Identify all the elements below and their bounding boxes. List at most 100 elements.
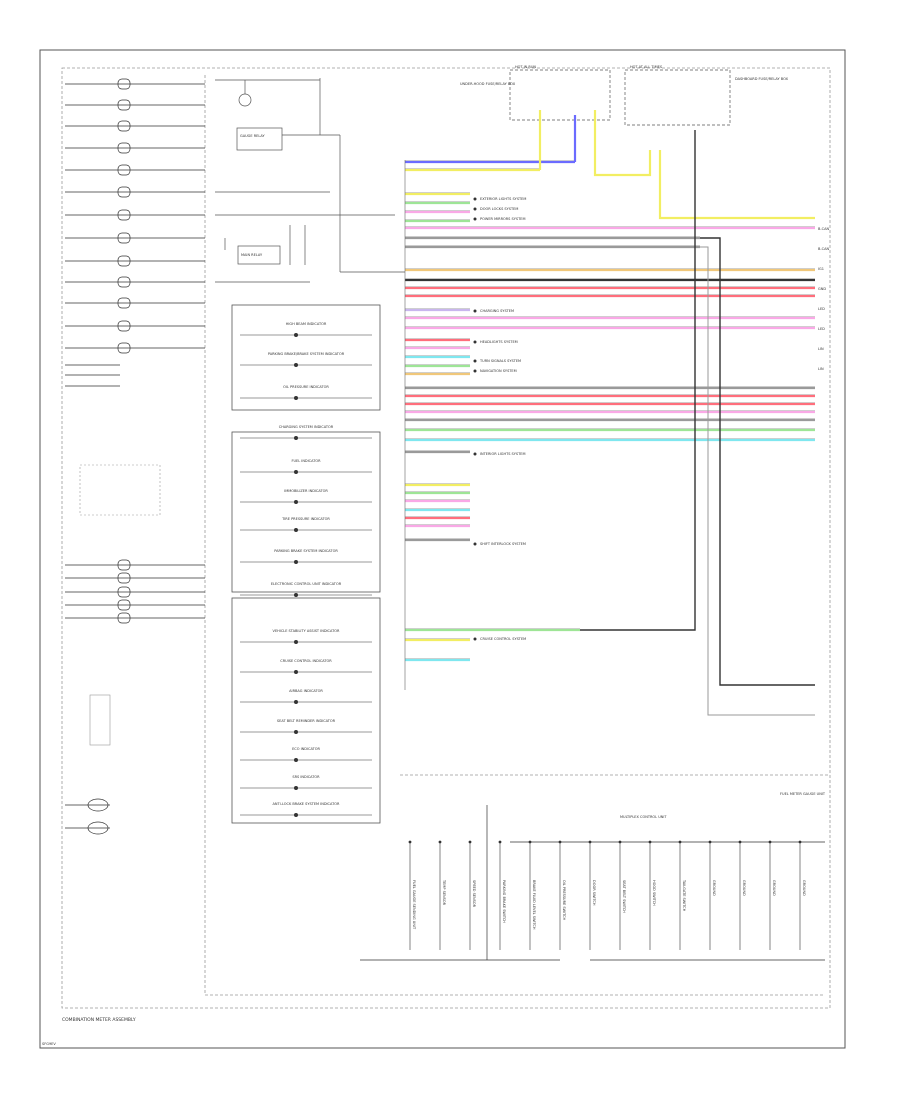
indicator-lamp [294,500,298,504]
indicator-label: PARKING BRAKE/BRAKE SYSTEM INDICATOR [268,352,345,356]
sensor-symbol [87,798,109,812]
connector-symbol [117,559,131,571]
branch-label: SHIFT INTERLOCK SYSTEM [480,542,526,546]
splice-dot [473,359,477,363]
branch-label: HEADLIGHTS SYSTEM [480,340,518,344]
component-label: PARKING BRAKE SWITCH [502,880,506,923]
indicator-frame [231,304,381,411]
component-label: GROUND [742,880,746,896]
splice-dot [473,637,477,641]
branch-label-group: EXTERIOR LIGHTS SYSTEM DOOR LOCKS SYSTEM P… [473,197,830,641]
branch-label: NAVIGATION SYSTEM [480,369,517,373]
junction-dot [588,840,592,844]
branch-label: EXTERIOR LIGHTS SYSTEM [480,197,526,201]
indicator-label: CHARGING SYSTEM INDICATOR [279,425,334,429]
indicator-label: HIGH BEAM INDICATOR [286,322,327,326]
indicator-label: SEAT BELT REMINDER INDICATOR [277,719,336,723]
indicator-lamp [294,528,298,532]
junction-dot [558,840,562,844]
sensor-symbol [87,821,109,835]
splice-dot [473,452,477,456]
junction-dot [648,840,652,844]
connector-symbol [117,276,131,288]
indicator-label: ELECTRONIC CONTROL UNIT INDICATOR [271,582,342,586]
gauge-relay-label: GAUGE RELAY [240,134,266,138]
connector-symbol [117,164,131,176]
indicator-label: AIRBAG INDICATOR [289,689,323,693]
indicator-lamp [294,593,298,597]
connector-symbol [117,78,131,90]
right-pin-label: LED [818,327,825,331]
branch-label: POWER MIRRORS SYSTEM [480,217,525,221]
right-pin-label: LIN [818,347,824,351]
multiplex-unit-label: MULTIPLEX CONTROL UNIT [620,815,667,819]
branch-label: INTERIOR LIGHTS SYSTEM [480,452,526,456]
splice-dot [473,207,477,211]
component-label: GROUND [802,880,806,896]
indicator-lamp [294,700,298,704]
indicator-lamp [294,730,298,734]
connector-symbol [117,599,131,611]
fuel-sender-box [89,694,111,746]
component-label: GROUND [772,880,776,896]
indicator-lamp [294,560,298,564]
connector-symbol [117,320,131,332]
indicator-label: TIRE PRESSURE INDICATOR [281,517,330,521]
junction-dot [708,840,712,844]
component-label: DOOR SWITCH [592,880,596,906]
connector-symbol [117,612,131,624]
connector-symbol [117,297,131,309]
indicator-lamp [294,333,298,337]
indicator-label: FUEL INDICATOR [291,459,321,463]
junction-dot [438,840,442,844]
wire-harness [404,110,815,716]
indicator-label: IMMOBILIZER INDICATOR [284,489,328,493]
wire-riser [700,246,815,716]
component-label: GROUND [712,880,716,896]
indicator-lamp [294,758,298,762]
splice-dot [473,542,477,546]
junction-dot [768,840,772,844]
meter-assembly-boundary [61,67,831,1009]
indicator-label: CRUISE CONTROL INDICATOR [280,659,332,663]
indicator-label: OIL PRESSURE INDICATOR [283,385,329,389]
component-label: BRAKE FLUID LEVEL SWITCH [532,880,536,930]
wire-riser [700,237,815,686]
hot-at-all-times-label: HOT AT ALL TIMES [630,65,663,69]
branch-label: TURN SIGNALS SYSTEM [479,359,521,363]
fuse-box-area [509,69,731,126]
page-code: SFG9EV [42,1042,56,1046]
junction-dot [408,840,412,844]
indicator-lamp [294,436,298,440]
right-pin-label: LIN [818,367,824,371]
connector-symbol [117,232,131,244]
right-pin-label: GND [818,287,826,291]
wire-riser [580,130,696,631]
junction-dot [798,840,802,844]
indicator-block: HIGH BEAM INDICATOR PARKING BRAKE/BRAKE S… [231,304,381,824]
junction-dot [678,840,682,844]
connector-symbol [117,99,131,111]
relay-area [215,78,405,283]
indicator-lamp [294,670,298,674]
underhood-fuse-label: UNDER-HOOD FUSE/RELAY BOX [460,82,516,86]
branch-label: DOOR LOCKS SYSTEM [480,207,518,211]
component-label: OIL PRESSURE SWITCH [562,880,566,920]
indicator-label: SRS INDICATOR [292,775,320,779]
connector-symbol [117,186,131,198]
indicator-frame [231,597,381,824]
fuel-meter-label: FUEL METER GAUGE UNIT [780,792,826,796]
connector-symbol [117,209,131,221]
indicator-label: ANTI-LOCK BRAKE SYSTEM INDICATOR [273,802,340,806]
splice-dot [473,309,477,313]
indicator-label: ECO INDICATOR [292,747,320,751]
junction-dot [498,840,502,844]
indicator-label: PARKING BRAKE SYSTEM INDICATOR [274,549,338,553]
indicator-lamp [294,640,298,644]
junction-dot [468,840,472,844]
branch-label: CRUISE CONTROL SYSTEM [480,637,526,641]
junction-dot [528,840,532,844]
